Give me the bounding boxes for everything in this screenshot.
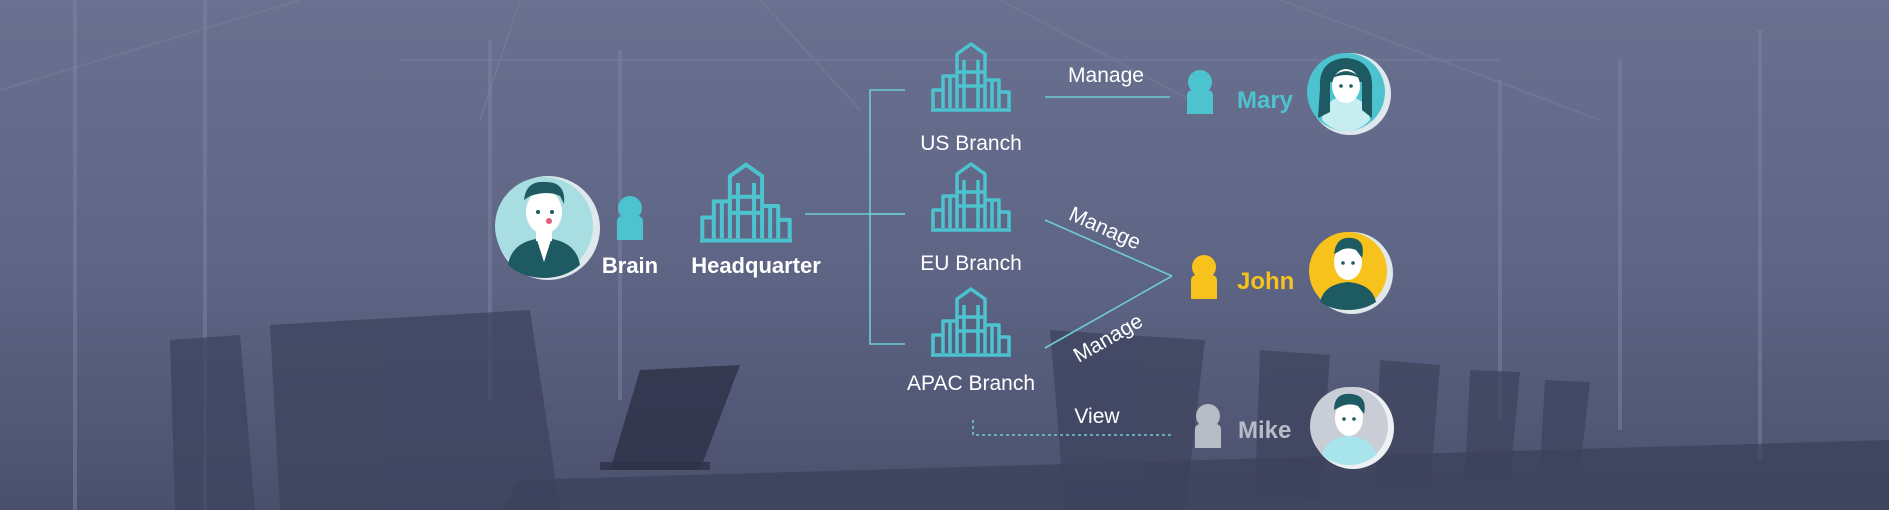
relation-label-us-mary: Manage — [1068, 64, 1144, 87]
person-icon-mike — [1195, 404, 1221, 448]
building-icon-headquarter — [700, 165, 792, 241]
person-icon-mary — [1187, 70, 1213, 114]
person-icon-john — [1191, 255, 1217, 299]
person-name-brain: Brain — [602, 253, 658, 278]
person-icon-brain — [617, 196, 643, 240]
connector-lines — [805, 89, 1173, 349]
branch-label-us: US Branch — [920, 132, 1022, 155]
building-icon-apac-branch — [929, 287, 1013, 357]
branch-label-apac: APAC Branch — [907, 372, 1035, 395]
avatar-john — [1309, 232, 1393, 314]
person-name-mike: Mike — [1238, 417, 1291, 444]
person-name-john: John — [1237, 268, 1294, 295]
relation-label-apac-john: Manage — [1070, 310, 1147, 368]
building-icon-eu-branch — [929, 162, 1013, 232]
relation-label-apac-mike: View — [1074, 405, 1120, 428]
branch-label-eu: EU Branch — [920, 252, 1022, 275]
avatar-brain — [495, 176, 600, 280]
headquarter-label: Headquarter — [691, 253, 821, 278]
avatar-mary — [1307, 53, 1391, 135]
view-line — [972, 420, 1172, 436]
person-name-mary: Mary — [1237, 87, 1294, 114]
avatar-mike — [1310, 387, 1394, 469]
building-icon-us-branch — [929, 42, 1013, 112]
